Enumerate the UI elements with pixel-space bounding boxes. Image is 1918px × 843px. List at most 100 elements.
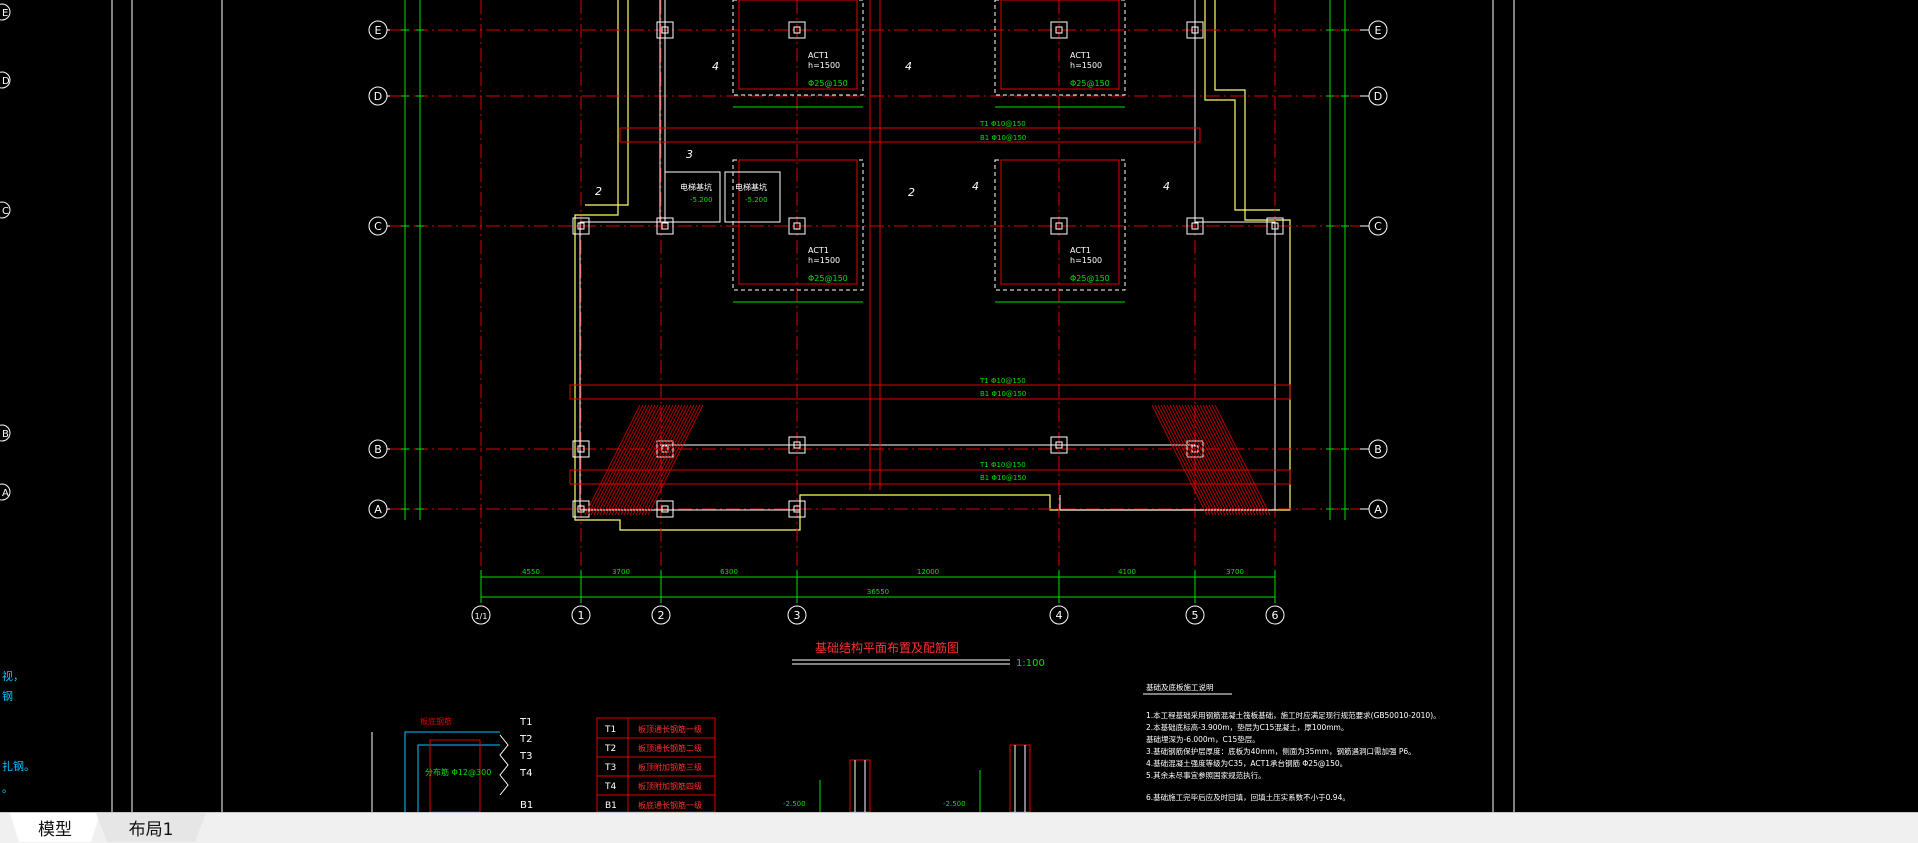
svg-text:3.基础钢筋保护层厚度：底板为40mm，侧面为35mm，钢筋: 3.基础钢筋保护层厚度：底板为40mm，侧面为35mm，钢筋遇洞口需加强 P6。 (1146, 746, 1416, 756)
grid-bubble-label: C (1374, 220, 1382, 233)
section-details: -2.500 -2.500 (783, 744, 1031, 812)
beam-bands (569, 0, 1291, 490)
hatch-line (1166, 404, 1223, 516)
grid-bubble-label: B (1374, 443, 1382, 456)
grid-bubble-label: D (374, 90, 382, 103)
svg-text:2: 2 (595, 185, 602, 198)
grid-bubble-label: E (1375, 24, 1382, 37)
hatch-line (623, 404, 680, 516)
column (1186, 440, 1204, 458)
hatch-line (611, 404, 668, 516)
pit-label-right: 电梯基坑 (735, 182, 767, 192)
beam-label-t1: T1 Φ10@150 (979, 120, 1026, 128)
grid-bubble-circle (471, 605, 491, 625)
grid-bubble-row: E (368, 20, 390, 40)
tab-model-label: 模型 (38, 820, 72, 840)
dimension-value: 3700 (612, 568, 630, 576)
left-grid-bubble (0, 424, 11, 442)
construction-notes: 基础及底板施工说明 1.本工程基础采用钢筋混凝土筏板基础，施工时应满足现行规范要… (1143, 682, 1441, 802)
hatch-line (1202, 404, 1259, 516)
grid-bubble-label: 3 (794, 609, 801, 622)
grid-bubble-row: A (1360, 499, 1388, 519)
tab-layout1[interactable]: 布局1 (96, 813, 206, 842)
svg-text:板顶附加钢筋四级: 板顶附加钢筋四级 (638, 781, 702, 791)
hatch-line (1211, 404, 1268, 516)
elevator-pit: 电梯基坑 电梯基坑 -5.200 -5.200 (664, 171, 781, 223)
tab-layout1-label: 布局1 (128, 820, 174, 840)
hatch-line (584, 404, 641, 516)
hatch-line (629, 404, 686, 516)
column-group (572, 21, 1284, 518)
tab-model[interactable]: 模型 (10, 813, 100, 842)
hatch-line (593, 404, 650, 516)
left-grid-bubble (0, 201, 11, 219)
hatch-line (1196, 404, 1253, 516)
column (1050, 21, 1068, 39)
hatch-line (626, 404, 683, 516)
dimension-value: 6300 (720, 568, 738, 576)
beam-label-b1: B1 Φ10@150 (980, 134, 1026, 142)
hatch-line (638, 404, 695, 516)
foundation-wall-outline (574, 0, 1291, 531)
column (1186, 217, 1204, 235)
hatch-zones (584, 404, 1271, 516)
pilecap-height: h=1500 (1070, 256, 1102, 265)
column-core (661, 26, 669, 34)
column-core (793, 505, 801, 513)
pit-level-left: -5.200 (690, 196, 713, 204)
drawing-title-block: 基础结构平面布置及配筋图 1:100 (792, 640, 1045, 669)
column (572, 217, 590, 235)
svg-text:视，: 视， (2, 669, 24, 683)
grid-bubble-circle (1049, 605, 1069, 625)
column-core (793, 441, 801, 449)
column (656, 500, 674, 518)
grid-bubble-row: C (368, 216, 390, 236)
column (788, 21, 806, 39)
pile-cap-rebar-outline (1000, 159, 1120, 285)
column-core (1191, 26, 1199, 34)
grid-bubble-col: 3 (787, 605, 807, 625)
pilecap-height: h=1500 (808, 256, 840, 265)
hatch-line (620, 404, 677, 516)
grid-bubble-col: 1/1 (471, 605, 491, 625)
hatch-line (647, 404, 704, 516)
column (656, 21, 674, 39)
dimension-value: 4100 (1118, 568, 1136, 576)
grid-bubble-label: 2 (658, 609, 665, 622)
drawing-title: 基础结构平面布置及配筋图 (815, 640, 959, 655)
hatch-line (1199, 404, 1256, 516)
svg-text:4: 4 (972, 180, 979, 193)
pilecap-name: ACT1 (808, 246, 829, 255)
column-core (577, 505, 585, 513)
column (1186, 21, 1204, 39)
hatch-line (632, 404, 689, 516)
hatch-line (641, 404, 698, 516)
pile-cap-outline (732, 159, 864, 291)
grid-bubble-label: A (1374, 503, 1382, 516)
beam-label-b1: B1 Φ10@150 (980, 474, 1026, 482)
hatch-line (1208, 404, 1265, 516)
column (1266, 217, 1284, 235)
svg-text:分布筋 Φ12@300: 分布筋 Φ12@300 (425, 767, 491, 777)
hatch-line (1151, 404, 1208, 516)
svg-text:-2.500: -2.500 (783, 800, 806, 808)
beam-label-b1: B1 Φ10@150 (980, 390, 1026, 398)
svg-text:-2.500: -2.500 (943, 800, 966, 808)
hatch-line (644, 404, 701, 516)
svg-text:板顶附加钢筋三级: 板顶附加钢筋三级 (638, 762, 702, 772)
left-grid-bubble-label: A (2, 488, 9, 499)
svg-text:T2: T2 (604, 744, 616, 754)
column-core (661, 445, 669, 453)
svg-text:2.本基础底标高-3.900m，垫层为C15混凝土，厚100: 2.本基础底标高-3.900m，垫层为C15混凝土，厚100mm。 (1146, 722, 1348, 732)
pilecap-rebar: Φ25@150 (1070, 79, 1110, 88)
grid-bubble-col: 6 (1265, 605, 1285, 625)
dimension-value: 4550 (522, 568, 540, 576)
grid-bubble-row: B (368, 439, 390, 459)
left-grid-bubble-label: B (2, 429, 9, 440)
hatch-line (1178, 404, 1235, 516)
column (788, 436, 806, 454)
column (788, 217, 806, 235)
svg-text:T3: T3 (519, 751, 532, 762)
